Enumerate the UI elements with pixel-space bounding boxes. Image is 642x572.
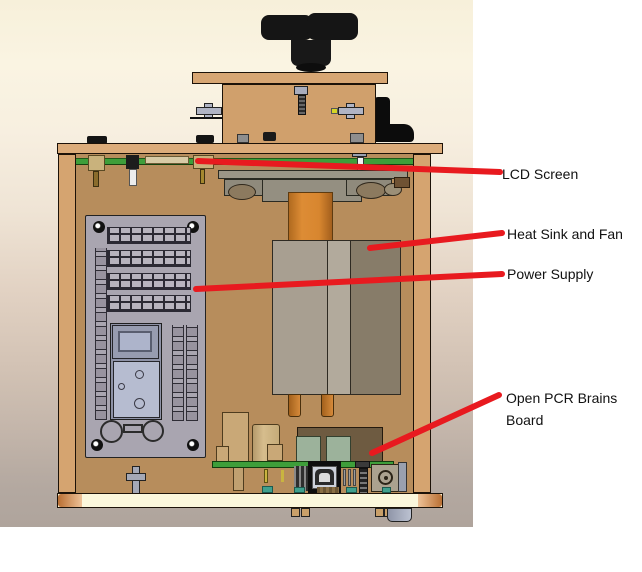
capacitor: [267, 444, 283, 461]
capacitor: [346, 487, 357, 493]
knob-stem: [291, 40, 331, 66]
lid-thumbscrew-left: [196, 107, 222, 115]
foot: [301, 508, 310, 517]
vent-column: [172, 325, 184, 421]
enclosure-top-panel: [57, 143, 443, 154]
capacitor: [382, 487, 391, 493]
vent-slot: [107, 273, 191, 290]
enclosure-left-wall: [58, 154, 76, 493]
mount-roller: [228, 184, 256, 200]
board-pin: [264, 469, 268, 483]
standoff: [129, 169, 137, 186]
base-edge: [58, 494, 82, 507]
standoff-screw: [200, 169, 205, 184]
heatsink-leg: [288, 394, 301, 417]
lid-thumbscrew-right: [338, 107, 364, 115]
wing-knob: [307, 13, 358, 40]
cam-lever: [374, 97, 390, 129]
base-edge: [418, 494, 442, 507]
label-heat-sink-and-fan: Heat Sink and Fan: [507, 226, 623, 242]
screw-icon: [91, 439, 103, 451]
heatsink-body: [272, 240, 328, 395]
heatsink-fin: [327, 240, 351, 395]
dc-barrel-jack: [378, 470, 393, 485]
dc-barrel-jack: [384, 476, 388, 480]
panel-bolt: [196, 135, 214, 143]
capacitor: [262, 486, 273, 493]
standoff: [126, 155, 139, 169]
iec-pin-hole: [118, 383, 125, 390]
label-open-pcr-brains-board: Open PCR Brains Board: [506, 390, 618, 428]
vent-slot: [107, 227, 191, 244]
board-components: [317, 487, 339, 493]
panel-bolt: [87, 136, 107, 144]
lid-spacer: [331, 108, 338, 114]
standoff-screw: [93, 171, 99, 187]
heated-lid-plate: [192, 72, 388, 84]
lid-screw-thread: [298, 95, 306, 115]
mount-roller: [356, 182, 386, 199]
base-plate: [57, 493, 443, 508]
knob-base: [296, 63, 326, 72]
iec-pin-hole: [134, 398, 145, 409]
enclosure-right-wall: [413, 154, 431, 493]
capacitor: [216, 446, 229, 462]
screw-icon: [187, 439, 199, 451]
heatsink-fan-side: [350, 240, 401, 395]
relay: [296, 436, 321, 462]
peltier-block: [288, 192, 333, 242]
sample-block-plate: [218, 170, 408, 179]
foot: [375, 508, 384, 517]
wing-knob: [261, 15, 313, 40]
power-switch-rocker: [118, 331, 152, 352]
mount-hole: [142, 420, 164, 442]
mount-bolt: [359, 468, 368, 494]
base-bolt: [132, 466, 140, 496]
standoff: [88, 155, 105, 171]
lid-screw: [294, 86, 308, 95]
iec-pin-hole: [135, 370, 144, 379]
vent-slot: [107, 250, 191, 267]
vent-column: [95, 248, 107, 420]
relay: [326, 436, 351, 462]
standoff: [193, 155, 214, 169]
bottom-connector: [387, 508, 412, 522]
mount-bolt: [355, 461, 370, 468]
base-bolt: [126, 473, 146, 481]
usb-port: [319, 473, 330, 482]
standoff: [145, 156, 189, 164]
panel-hardware: [350, 133, 364, 143]
board-pin: [353, 469, 356, 486]
vent-slot: [107, 295, 191, 312]
capacitor: [294, 487, 305, 493]
foot: [291, 508, 300, 517]
heatsink-leg: [321, 394, 334, 417]
lid-wire: [190, 117, 222, 119]
mount-slot: [123, 424, 143, 433]
label-lcd-screen: LCD Screen: [502, 166, 579, 182]
screw-icon: [93, 221, 105, 233]
panel-bolt: [263, 132, 276, 141]
mount-hole: [100, 420, 123, 443]
mount-hardware: [394, 177, 410, 188]
label-power-supply: Power Supply: [507, 266, 594, 282]
vent-column: [186, 325, 198, 421]
board-pin: [343, 469, 346, 486]
pin-header: [294, 466, 308, 491]
bracket: [398, 462, 407, 492]
panel-hardware: [237, 134, 249, 143]
board-pin: [348, 469, 351, 486]
board-pin: [281, 470, 284, 482]
